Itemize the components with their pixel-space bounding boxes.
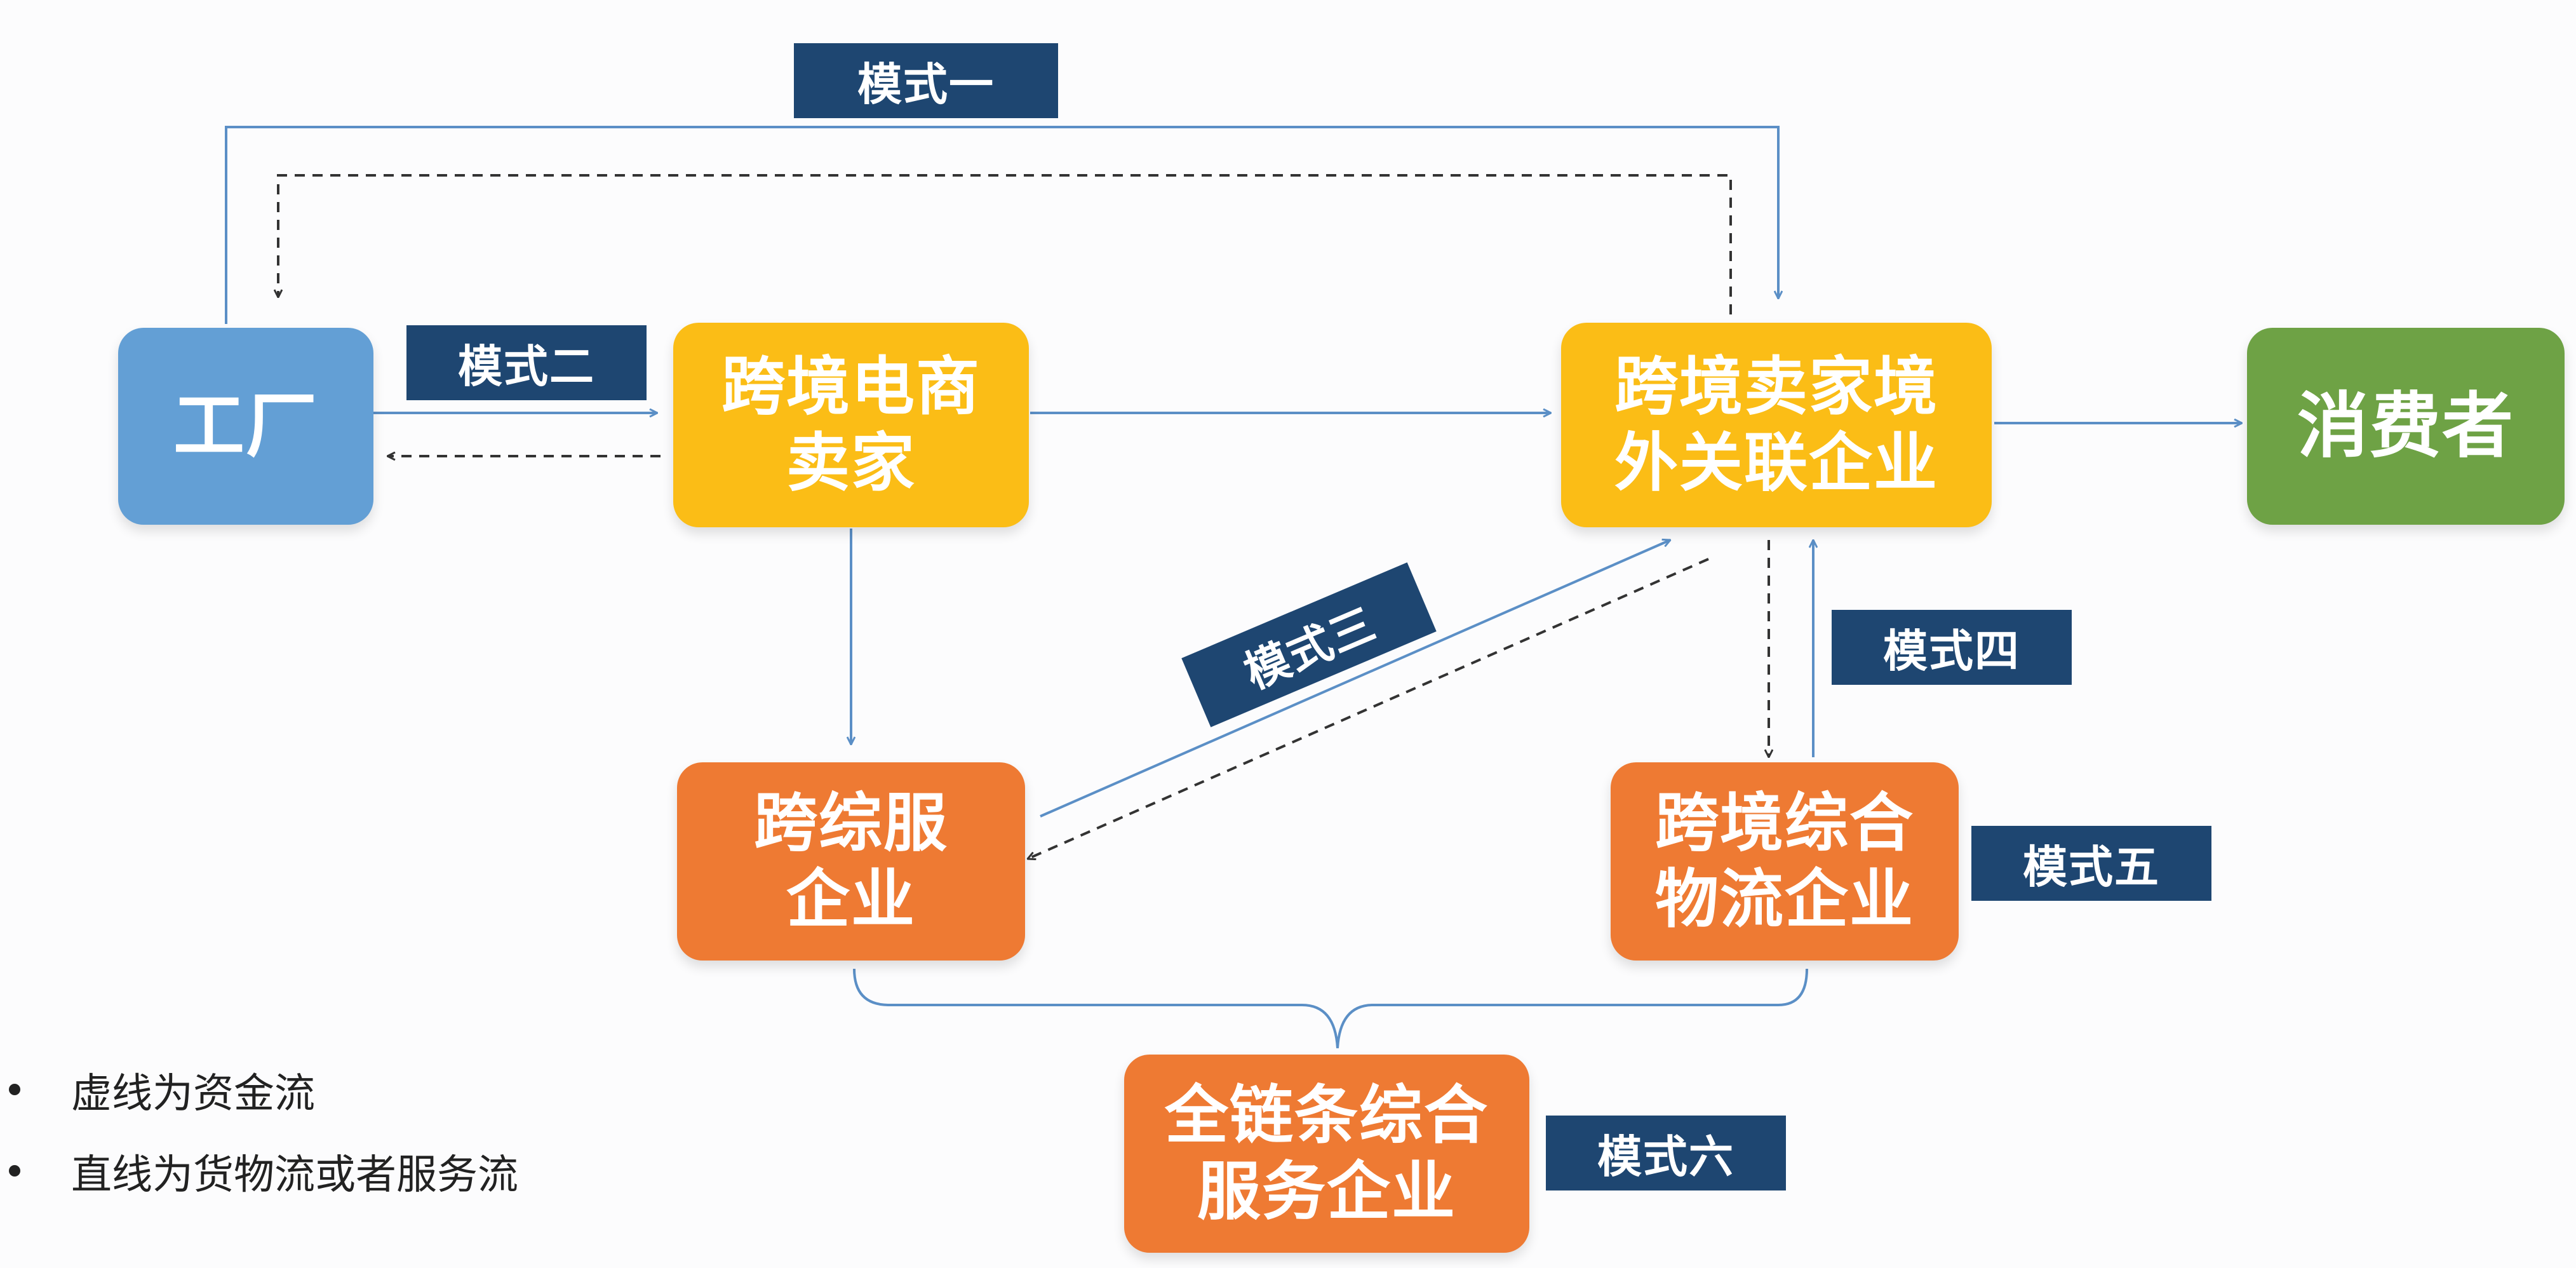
mode5-tag: 模式五 [1971,826,2211,901]
mode1-goods-line [225,126,1778,324]
overseas-affiliate-node: 跨境卖家境 外关联企业 [1561,323,1992,527]
full-chain-service-label: 全链条综合 服务企业 [1165,1078,1489,1229]
mode6-bracket [853,968,1808,1049]
consumer-label: 消费者 [2297,385,2514,468]
logistics-node: 跨境综合 物流企业 [1611,762,1959,961]
cross-border-seller-label: 跨境电商 卖家 [721,349,981,500]
consumer-node: 消费者 [2247,328,2565,525]
mode1-funds-line [278,174,1732,314]
mode4-tag: 模式四 [1832,610,2072,685]
bullet-icon [9,1165,20,1177]
mode3-goods-line [1040,540,1670,818]
bullet-icon [9,1084,20,1095]
integrated-service-node: 跨综服 企业 [677,762,1025,961]
mode2-tag: 模式二 [406,325,647,400]
factory-node: 工厂 [118,328,373,525]
overseas-affiliate-label: 跨境卖家境 外关联企业 [1614,349,1938,500]
integrated-service-label: 跨综服 企业 [754,786,948,936]
mode1-tag: 模式一 [794,43,1058,118]
logistics-label: 跨境综合 物流企业 [1655,786,1914,936]
factory-label: 工厂 [173,385,318,468]
full-chain-service-node: 全链条综合 服务企业 [1124,1055,1529,1253]
legend-dashed-text: 虚线为资金流 [71,1070,315,1117]
legend-solid-text: 直线为货物流或者服务流 [71,1152,518,1199]
mode6-tag: 模式六 [1546,1116,1786,1190]
cross-border-seller-node: 跨境电商 卖家 [673,323,1029,527]
